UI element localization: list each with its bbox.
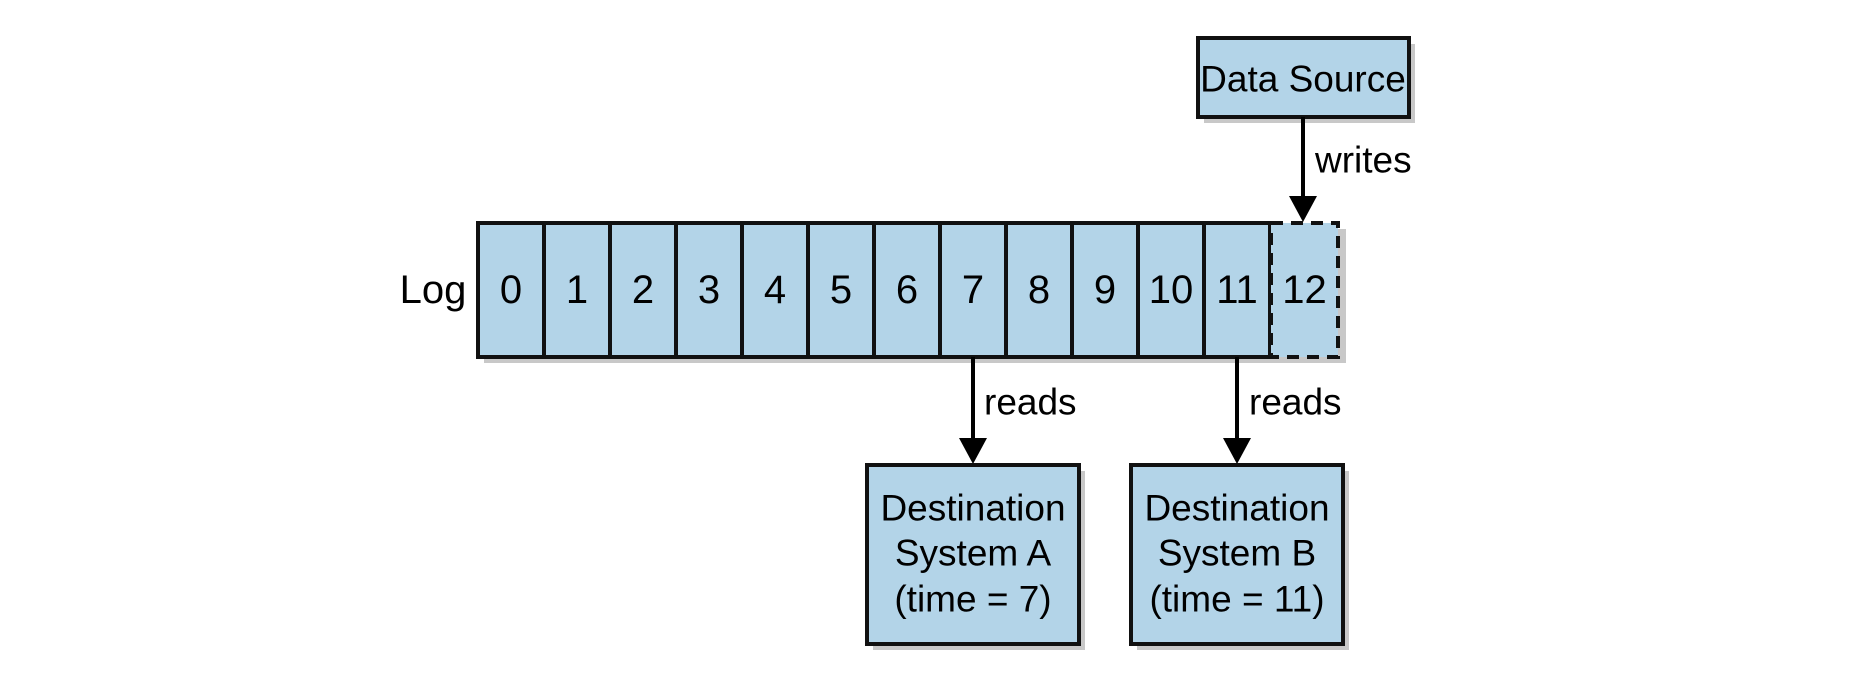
destination-b-line-1: Destination	[1144, 488, 1329, 529]
log-entry-7: 7	[938, 221, 1008, 359]
log-entry-box	[542, 221, 612, 359]
pending-entry-box	[1269, 221, 1340, 359]
log-entry-11: 11	[1202, 221, 1272, 359]
destination-a-line-2: System A	[895, 533, 1052, 574]
destination-a-line-3: (time = 7)	[894, 579, 1051, 620]
destination-b-box	[1129, 463, 1345, 646]
log-entry-1: 1	[542, 221, 612, 359]
destination-b-line-2: System B	[1158, 533, 1316, 574]
writes-edge: writes	[1289, 117, 1412, 222]
destination-b-line-3: (time = 11)	[1149, 579, 1324, 620]
log-entry-label: 3	[698, 268, 720, 312]
log-entry-label: 2	[632, 268, 654, 312]
pending-entry-label: 12	[1282, 268, 1327, 312]
log-entry-label: 11	[1216, 268, 1258, 312]
log-entry-label: 8	[1028, 268, 1050, 312]
log-entry-box	[608, 221, 678, 359]
reads-b-arrowhead	[1223, 438, 1251, 464]
reads-a-label: reads	[984, 382, 1077, 423]
log-entry-label: 6	[896, 268, 918, 312]
data-source-node: Data Source	[1196, 36, 1415, 123]
log-entry-label: 4	[764, 268, 786, 312]
reads-edge-a: reads	[959, 357, 1077, 464]
log-entry-8: 8	[1004, 221, 1074, 359]
data-source-box	[1196, 36, 1411, 119]
log-entry-5: 5	[806, 221, 876, 359]
writes-arrowhead	[1289, 196, 1317, 222]
log-entry-9: 9	[1070, 221, 1140, 359]
log-entry-box	[1070, 221, 1140, 359]
destination-a-line-1: Destination	[880, 488, 1065, 529]
log-entry-label: 0	[500, 268, 522, 312]
log-entry-label: 7	[962, 268, 984, 312]
reads-edge-b: reads	[1223, 357, 1342, 464]
log-label: Log	[400, 268, 467, 312]
log-entry-6: 6	[872, 221, 942, 359]
log-entry-label: 5	[830, 268, 852, 312]
log-entry-4: 4	[740, 221, 810, 359]
log-entry-box	[740, 221, 810, 359]
reads-a-arrowhead	[959, 438, 987, 464]
reads-b-label: reads	[1249, 382, 1342, 423]
destination-b-node: Destination System B (time = 11)	[1129, 463, 1349, 650]
data-source-label: Data Source	[1200, 59, 1406, 100]
log-entry-label: 1	[566, 268, 588, 312]
log-entry-2: 2	[608, 221, 678, 359]
log-entry-pending: 12	[1269, 221, 1340, 359]
log-entry-label: 9	[1094, 268, 1116, 312]
log-entry-10: 10	[1136, 221, 1206, 359]
log-entry-box	[674, 221, 744, 359]
log-entry-0: 0	[476, 221, 546, 359]
destination-a-box	[865, 463, 1081, 646]
log-entry-label: 10	[1149, 268, 1194, 312]
log-entry-3: 3	[674, 221, 744, 359]
writes-label: writes	[1314, 140, 1412, 181]
destination-a-node: Destination System A (time = 7)	[865, 463, 1085, 650]
